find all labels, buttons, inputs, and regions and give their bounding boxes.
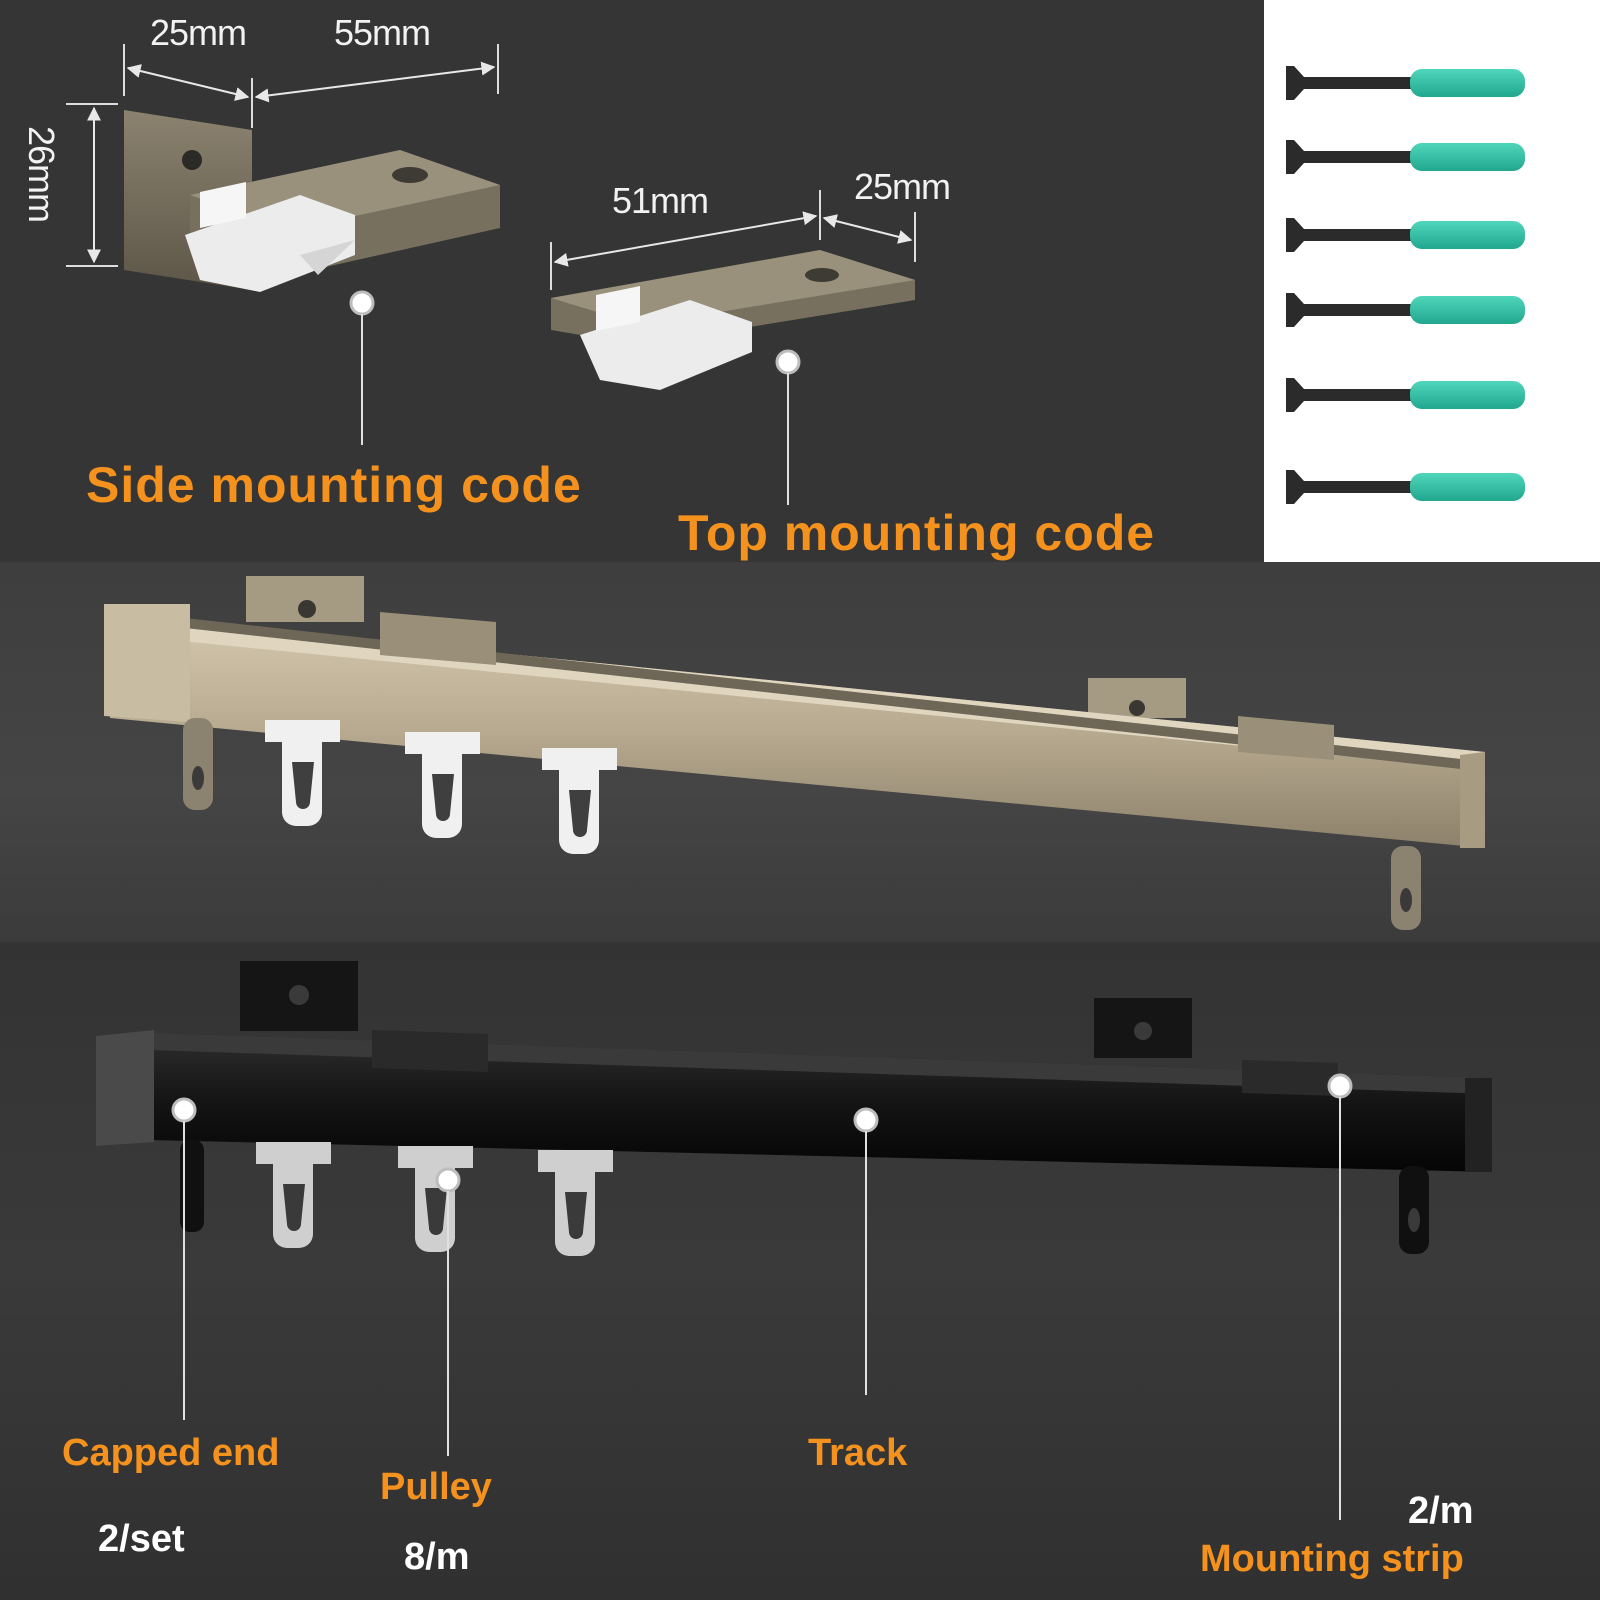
pulley-pointer bbox=[435, 1167, 461, 1456]
side-height-label: 26mm bbox=[21, 126, 62, 223]
pulley-quantity: 8/m bbox=[404, 1536, 470, 1578]
capped-end-pointer bbox=[171, 1097, 197, 1420]
side-width-a-label: 25mm bbox=[150, 12, 247, 53]
pulley-label: Pulley bbox=[380, 1466, 492, 1508]
top-mount-pointer bbox=[775, 349, 801, 505]
top-width-b-label: 25mm bbox=[854, 166, 951, 207]
mounting-strip-quantity: 2/m bbox=[1408, 1490, 1474, 1532]
screw-anchor-icon bbox=[1286, 66, 1525, 504]
side-mount-pointer bbox=[349, 290, 375, 445]
track-pointer bbox=[853, 1107, 879, 1395]
mounting-strip-label: Mounting strip bbox=[1200, 1538, 1464, 1580]
curtain-track-icon bbox=[96, 961, 1492, 1256]
side-bracket-icon bbox=[66, 44, 500, 292]
mounting-strip-pointer bbox=[1327, 1073, 1353, 1520]
curtain-track-icon bbox=[104, 576, 1485, 930]
top-mounting-label: Top mounting code bbox=[678, 505, 1156, 561]
top-width-a-label: 51mm bbox=[612, 180, 709, 221]
side-mounting-label: Side mounting code bbox=[86, 457, 582, 513]
capped-end-quantity: 2/set bbox=[98, 1518, 185, 1560]
capped-end-label: Capped end bbox=[62, 1432, 280, 1474]
track-label: Track bbox=[808, 1432, 908, 1474]
top-bracket-icon bbox=[550, 190, 916, 390]
side-width-b-label: 55mm bbox=[334, 12, 431, 53]
